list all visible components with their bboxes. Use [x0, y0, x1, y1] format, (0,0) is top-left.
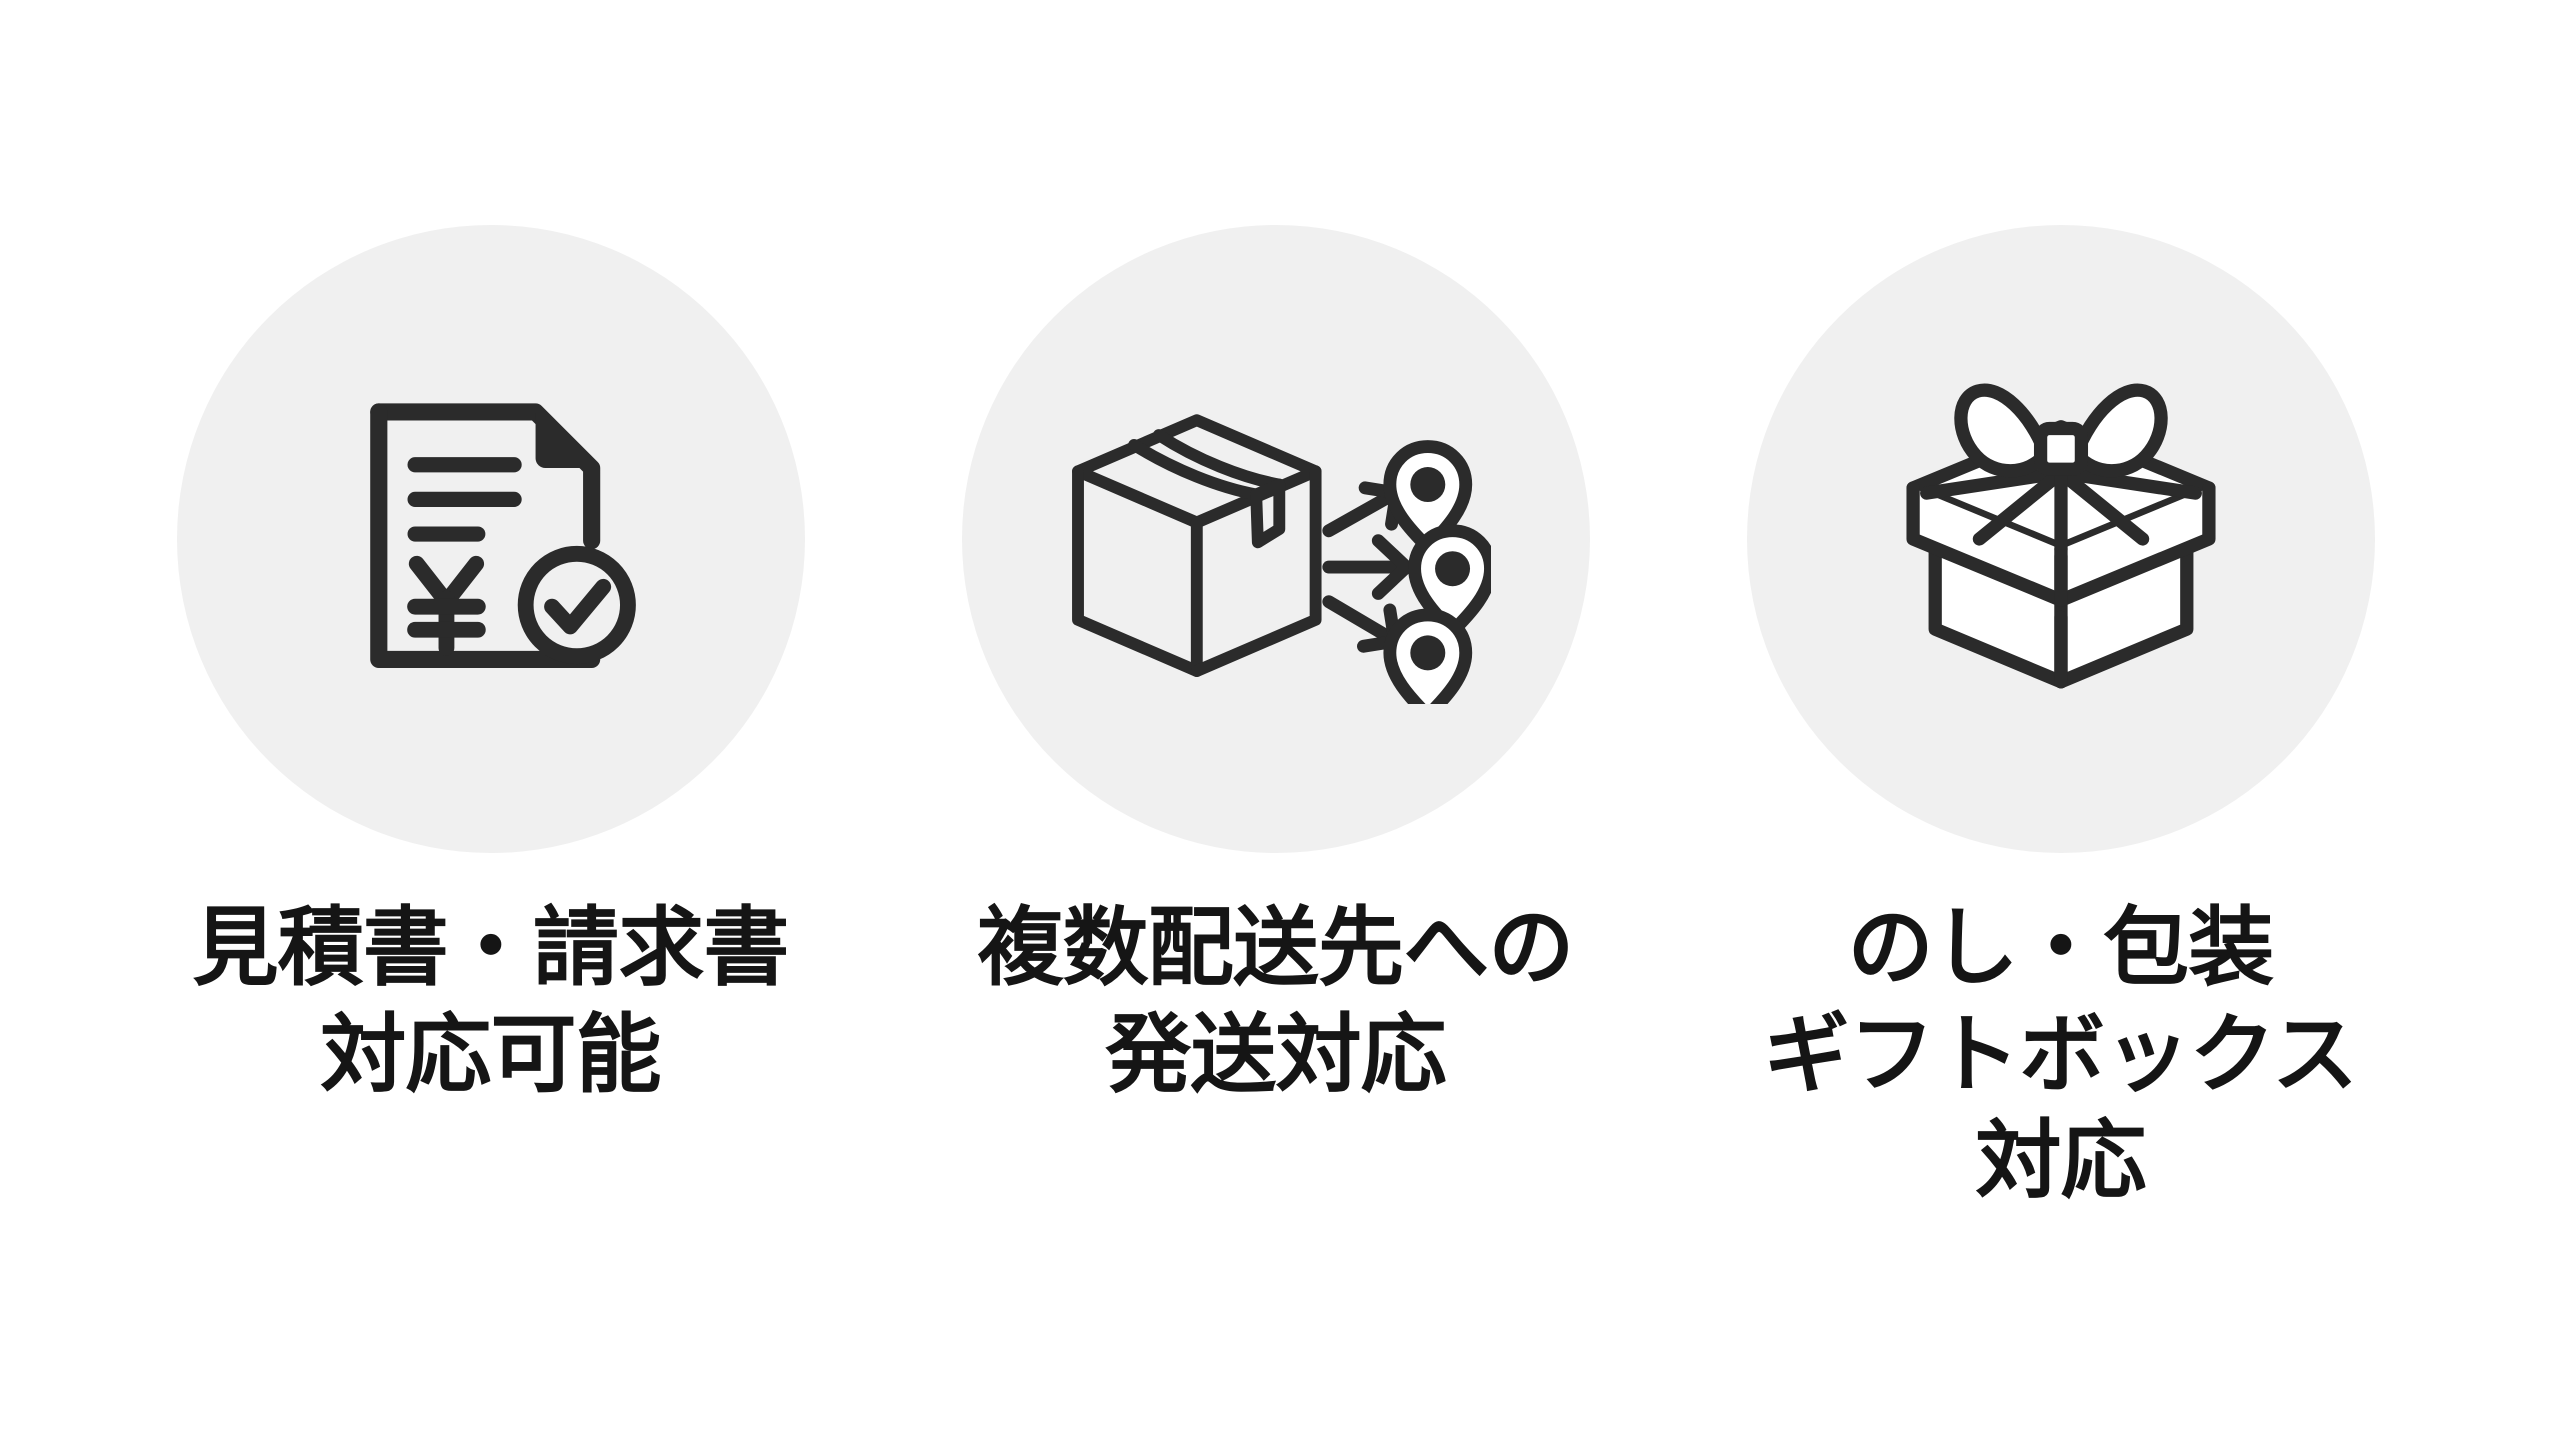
- icon-circle-shipping: [961, 225, 1590, 853]
- icon-circle-invoice: [176, 225, 805, 853]
- caption-line: のし・包装: [1847, 900, 2275, 996]
- feature-caption-gift: のし・包装 ギフトボックス 対応: [1763, 895, 2358, 1215]
- icon-circle-gift: [1746, 225, 2375, 853]
- caption-line: 見積書・請求書: [192, 900, 790, 996]
- invoice-document-yen-check-icon: [369, 403, 636, 669]
- feature-item-gift: のし・包装 ギフトボックス 対応: [1668, 0, 2453, 1215]
- caption-line: 複数配送先への: [977, 900, 1575, 996]
- feature-item-shipping: 複数配送先への 発送対応: [883, 0, 1668, 1108]
- caption-line: 発送対応: [1105, 1006, 1446, 1103]
- caption-line: 対応可能: [320, 1006, 661, 1103]
- feature-item-invoice: 見積書・請求書 対応可能: [98, 0, 883, 1108]
- feature-caption-invoice: 見積書・請求書 対応可能: [192, 895, 790, 1108]
- caption-line: 対応: [1975, 1113, 2146, 1210]
- gift-box-ribbon-icon: [1905, 383, 2216, 689]
- feature-caption-shipping: 複数配送先への 発送対応: [977, 895, 1575, 1108]
- package-multi-destination-shipping-icon: [1071, 414, 1491, 704]
- caption-line: ギフトボックス: [1763, 1006, 2358, 1103]
